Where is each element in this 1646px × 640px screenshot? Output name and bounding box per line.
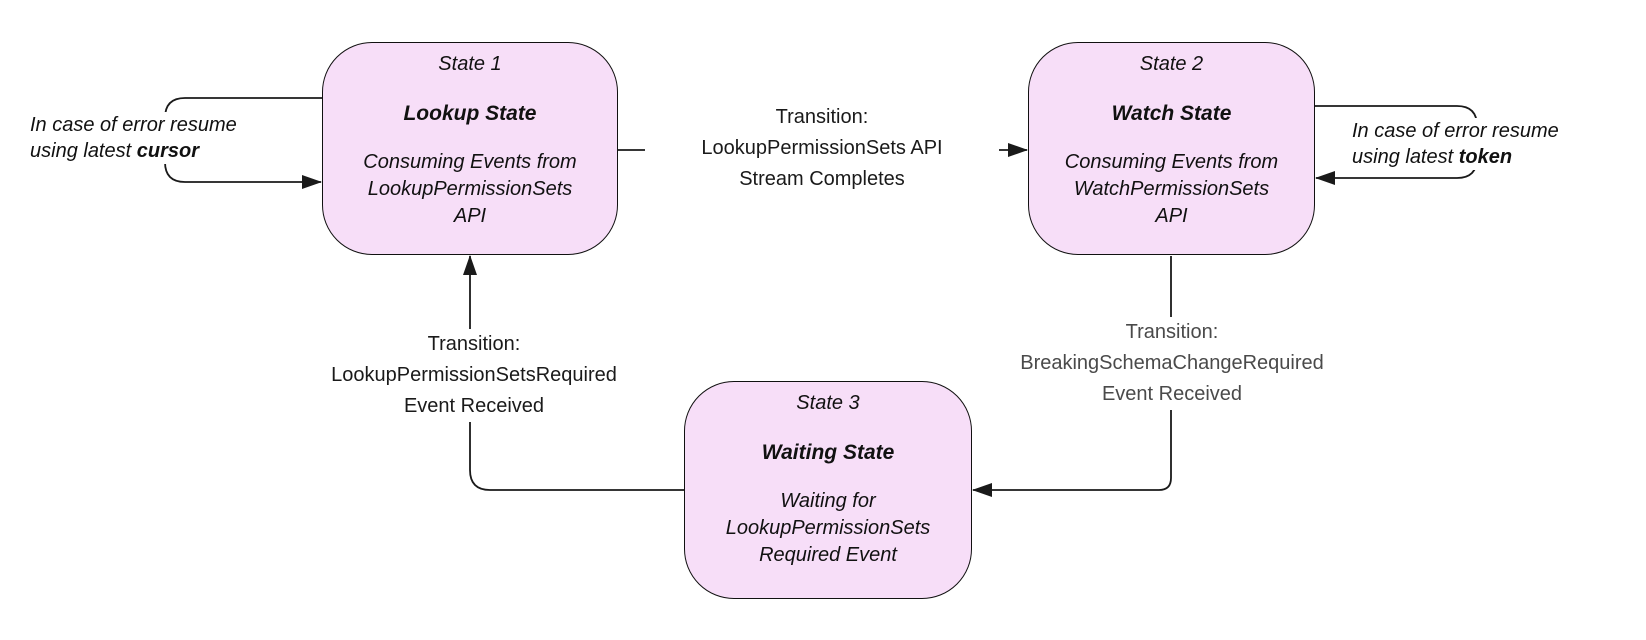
edge-waiting-to-lookup [463,255,684,491]
error-loop-label-token: In case of error resume using latest tok… [1352,118,1610,170]
error-loop-keyword: cursor [136,140,199,162]
state-node-lookup: State 1 Lookup State Consuming Events fr… [322,42,618,255]
state-title: State 2 [1139,53,1204,75]
error-loop-line1: In case of error resume [30,114,237,136]
transition-label-waiting-to-lookup: Transition: LookupPermissionSetsRequired… [297,329,651,422]
error-loop-line2: using latest token [1352,146,1513,168]
edge-watch-to-waiting [972,256,1172,497]
state-node-waiting: State 3 Waiting State Waiting for Lookup… [684,381,972,599]
error-loop-keyword: token [1458,146,1513,168]
error-loop-label-cursor: In case of error resume using latest cur… [30,112,288,164]
state-title: State 1 [438,53,502,75]
transition-label-watch-to-waiting: Transition: BreakingSchemaChangeRequired… [987,317,1357,410]
state-description: Consuming Events from WatchPermissionSet… [1064,151,1279,227]
state-description: Waiting for LookupPermissionSets Require… [725,490,931,566]
state-name: Lookup State [403,102,537,125]
state-node-watch: State 2 Watch State Consuming Events fro… [1028,42,1315,255]
state-name: Watch State [1111,102,1232,125]
error-loop-line2: using latest cursor [30,140,199,162]
transition-label-lookup-to-watch: Transition: LookupPermissionSets API Str… [645,102,999,195]
state-name: Waiting State [761,441,895,464]
state-title: State 3 [796,392,860,414]
error-loop-line1: In case of error resume [1352,120,1559,142]
state-description: Consuming Events from LookupPermissionSe… [363,151,577,227]
